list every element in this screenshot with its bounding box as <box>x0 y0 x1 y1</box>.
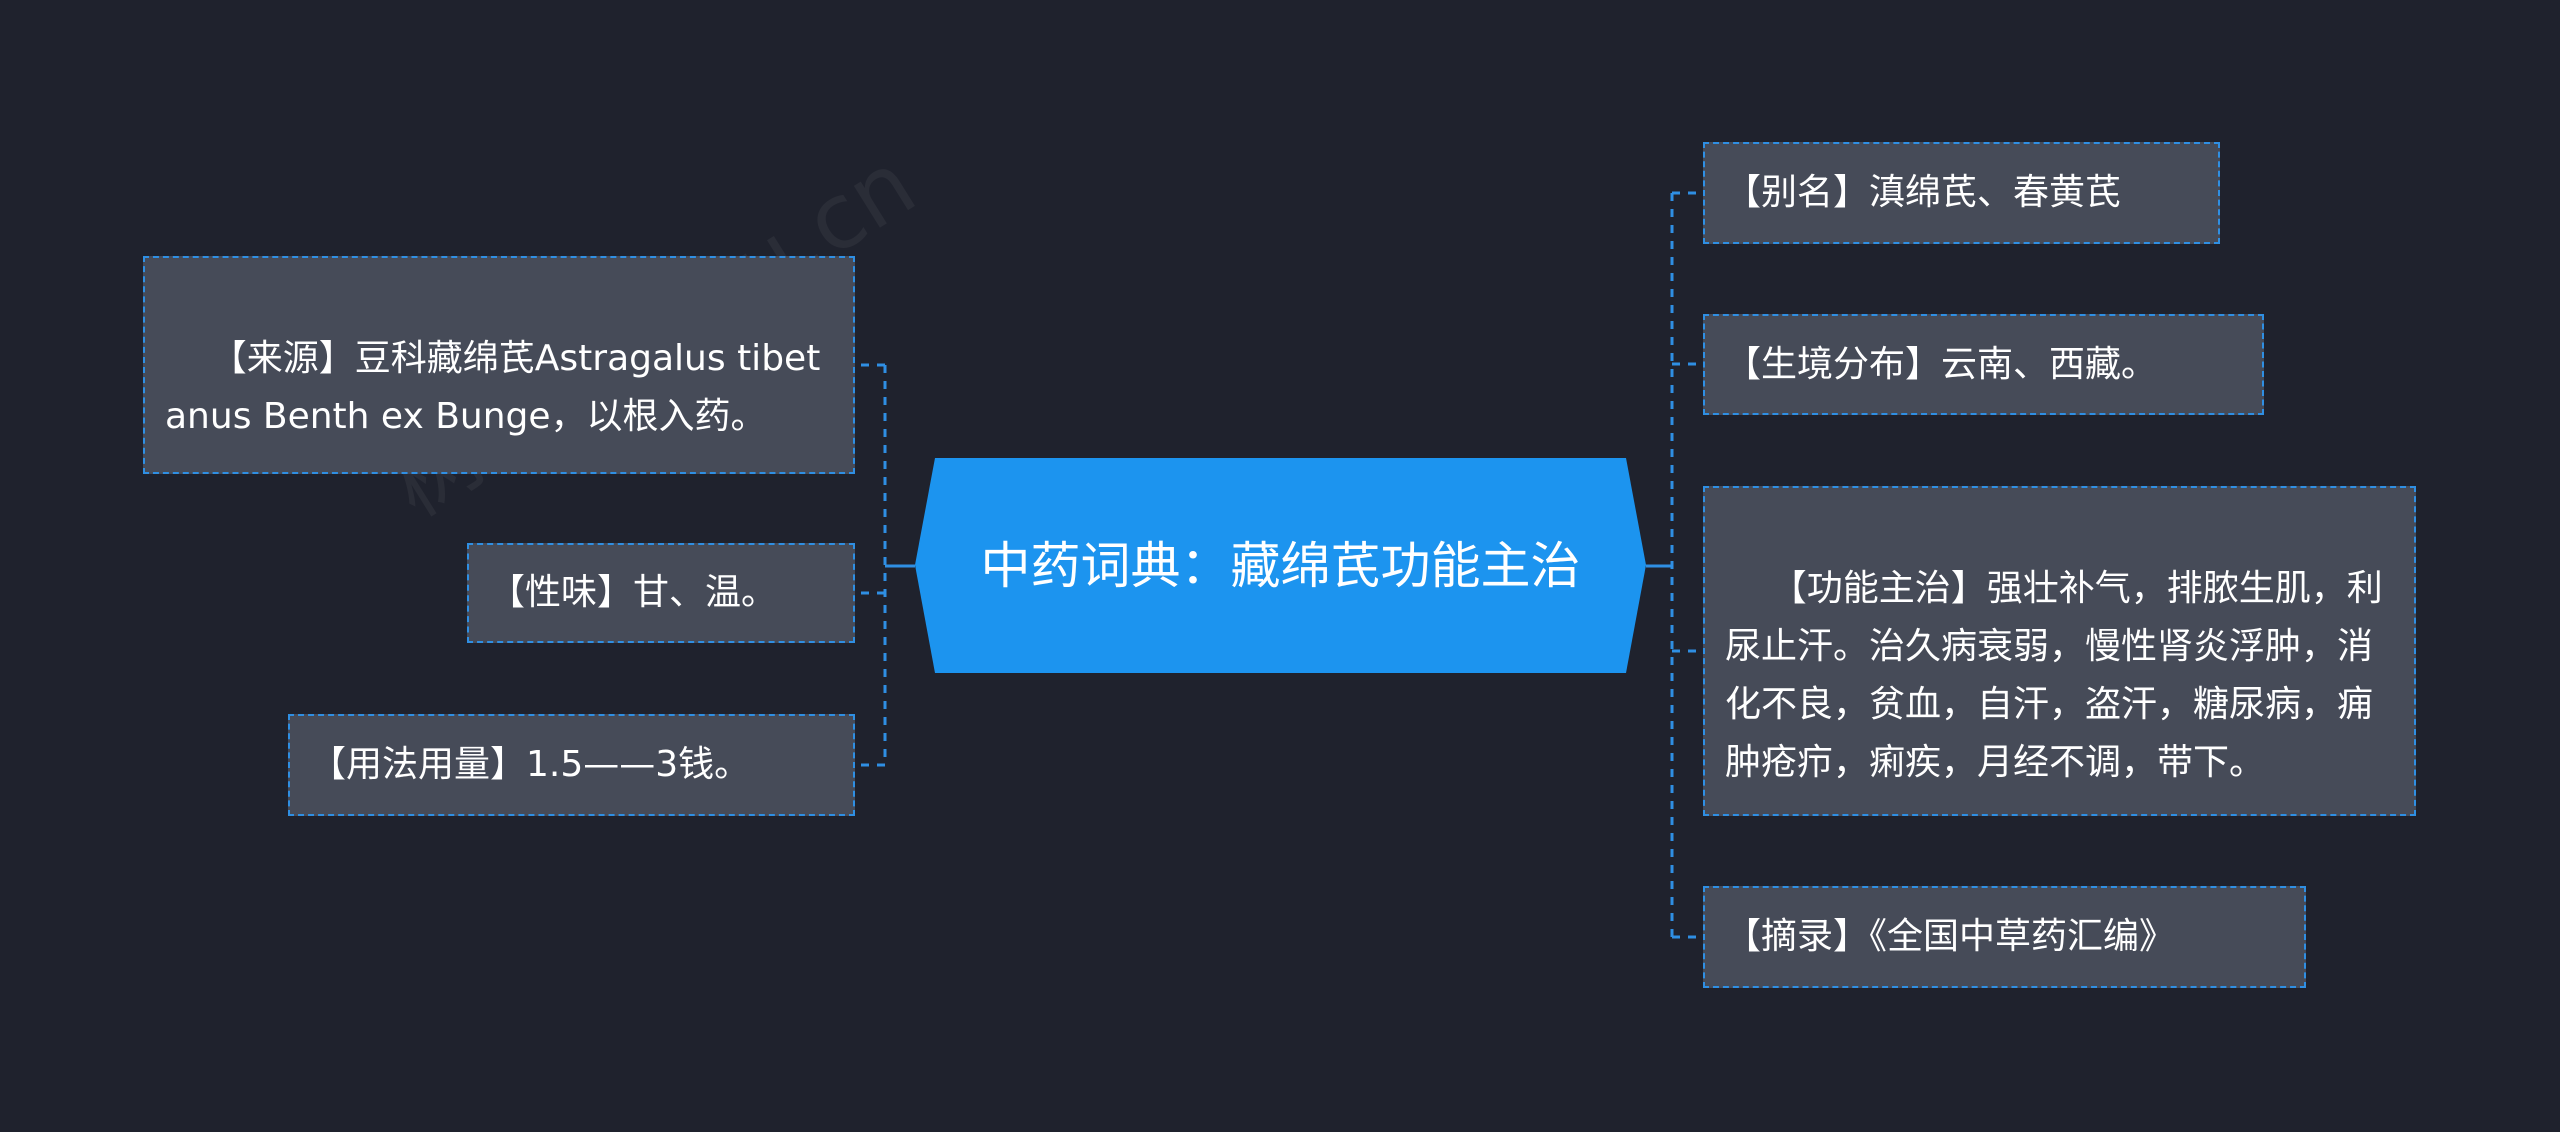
left-node-usage-dosage[interactable]: 【用法用量】1.5——3钱。 <box>288 714 855 816</box>
left-node-nature-taste[interactable]: 【性味】甘、温。 <box>467 543 855 643</box>
central-topic[interactable]: 中药词典：藏绵芪功能主治 <box>915 458 1646 673</box>
right-node-habitat[interactable]: 【生境分布】云南、西藏。 <box>1703 314 2264 415</box>
central-topic-title: 中药词典：藏绵芪功能主治 <box>980 536 1581 595</box>
left-node-source[interactable]: 【来源】豆科藏绵芪Astragalus tibetanus Benth ex B… <box>143 256 855 474</box>
right-node-excerpt-text: 【摘录】《全国中草药汇编》 <box>1725 916 2176 957</box>
left-node-source-text: 【来源】豆科藏绵芪Astragalus tibetanus Benth ex B… <box>165 338 821 437</box>
right-node-indications-text: 【功能主治】强壮补气，排脓生肌，利尿止汗。治久病衰弱，慢性肾炎浮肿，消化不良，贫… <box>1725 568 2383 783</box>
right-node-alias-text: 【别名】滇绵芪、春黄芪 <box>1725 172 2122 213</box>
right-node-alias[interactable]: 【别名】滇绵芪、春黄芪 <box>1703 142 2220 244</box>
right-node-habitat-text: 【生境分布】云南、西藏。 <box>1725 343 2158 385</box>
left-node-usage-dosage-text: 【用法用量】1.5——3钱。 <box>310 744 751 785</box>
central-topic-shape <box>915 458 1646 673</box>
right-node-indications[interactable]: 【功能主治】强壮补气，排脓生肌，利尿止汗。治久病衰弱，慢性肾炎浮肿，消化不良，贫… <box>1703 486 2416 816</box>
left-node-nature-taste-text: 【性味】甘、温。 <box>489 572 778 613</box>
right-node-excerpt[interactable]: 【摘录】《全国中草药汇编》 <box>1703 886 2306 988</box>
